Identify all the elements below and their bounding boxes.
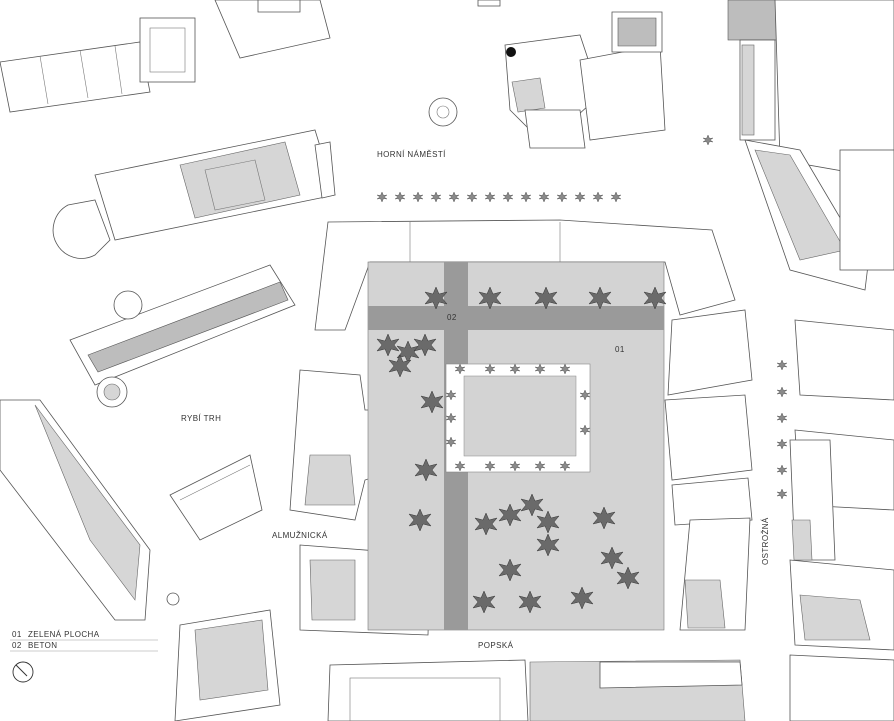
label-popska: POPSKÁ xyxy=(478,641,514,650)
legend-number: 02 xyxy=(12,641,22,650)
concrete-path-horizontal xyxy=(368,306,664,330)
central-lawn xyxy=(463,375,577,457)
north-arrow-icon xyxy=(12,661,34,683)
label-almuznicka: ALMUŽNICKÁ xyxy=(272,531,328,540)
street-labels: HORNÍ NÁMĚSTÍ RYBÍ TRH ALMUŽNICKÁ POPSKÁ… xyxy=(181,150,770,650)
label-ostrozna: OSTROŽNÁ xyxy=(761,517,770,565)
fountain-icon xyxy=(428,97,458,127)
tower-marker xyxy=(506,47,516,57)
label-horni-namesti: HORNÍ NÁMĚSTÍ xyxy=(377,150,446,159)
label-rybi-trh: RYBÍ TRH xyxy=(181,414,221,423)
legend-label: ZELENÁ PLOCHA xyxy=(28,630,100,639)
zone-marker-01: 01 xyxy=(615,345,625,354)
zone-marker-02: 02 xyxy=(447,313,457,322)
legend-number: 01 xyxy=(12,630,22,639)
legend: 01 ZELENÁ PLOCHA 02 BETON xyxy=(10,630,158,652)
legend-label: BETON xyxy=(28,641,57,650)
